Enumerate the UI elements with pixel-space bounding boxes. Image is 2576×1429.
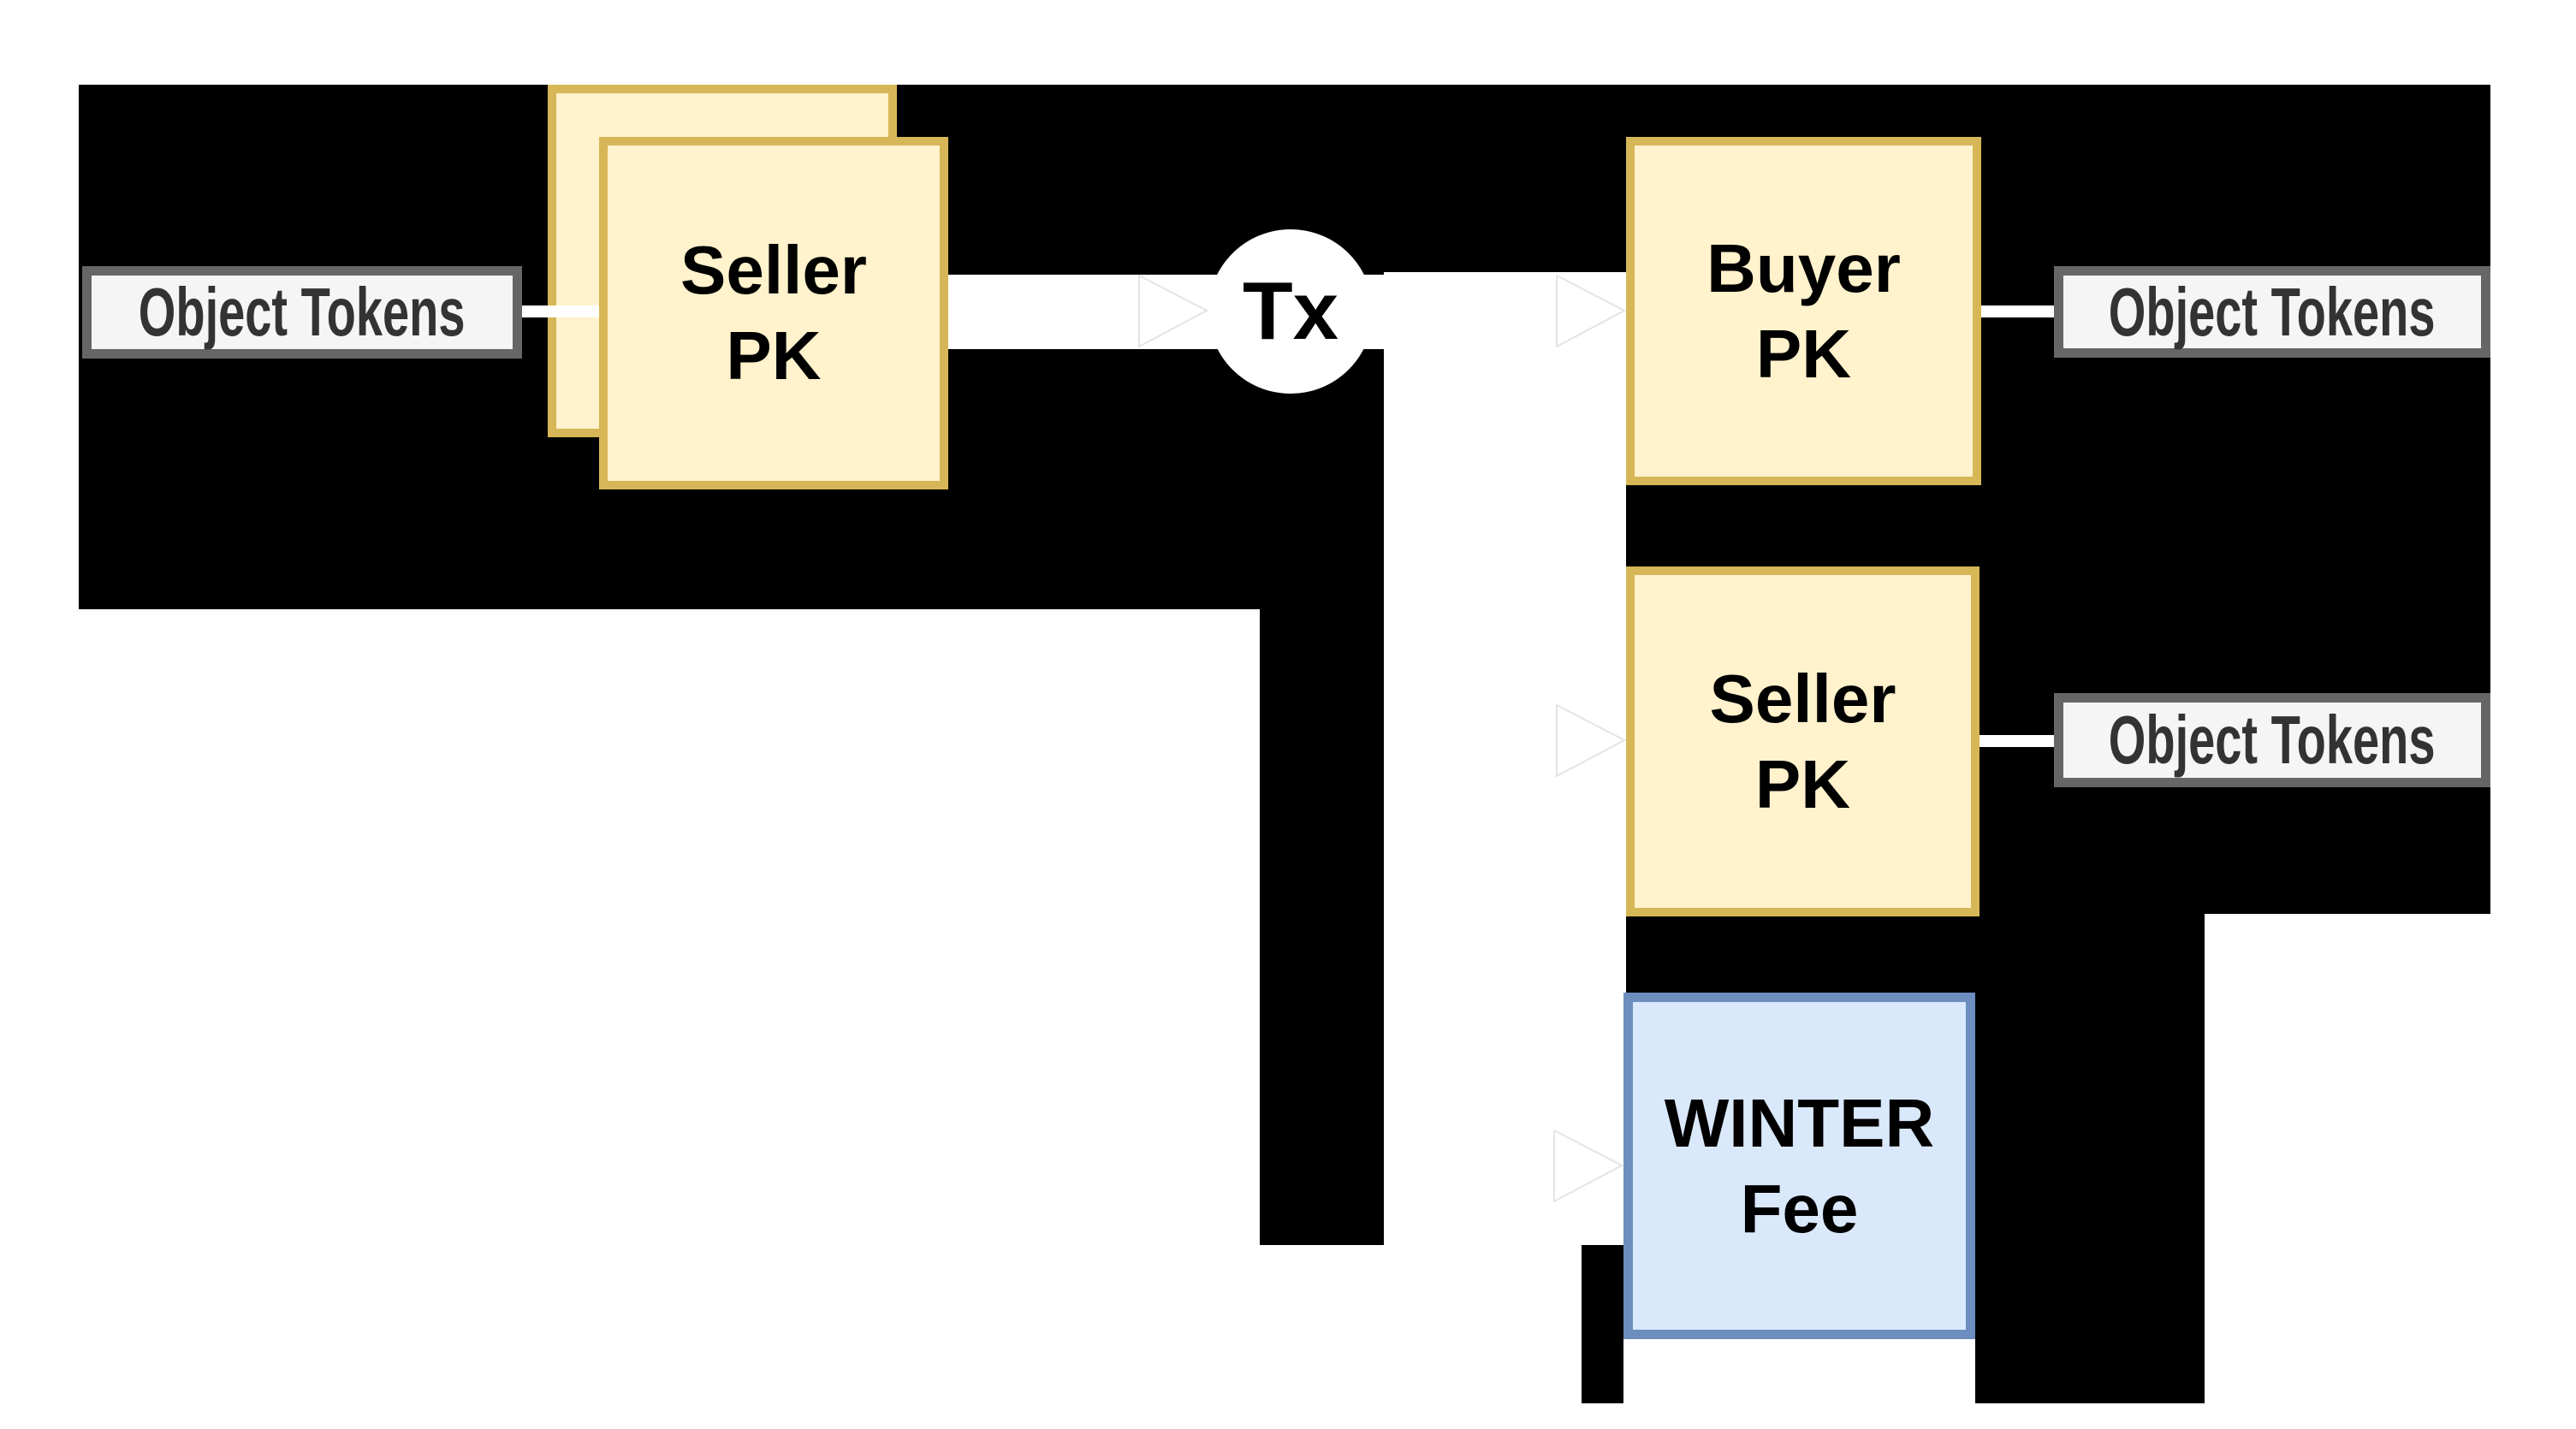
object-tokens-label-input-text: Object Tokens [139, 274, 466, 350]
object-tokens-label-seller-output: Object Tokens [2054, 693, 2490, 787]
buyer-pk-label-line1: Buyer [1706, 229, 1901, 306]
seller-pk-output-label-line2: PK [1754, 745, 1851, 822]
arrowhead-icon [1138, 275, 1208, 347]
tx-node: Tx [1208, 229, 1373, 394]
connector-line [1977, 305, 2058, 317]
winter-fee-label-line1: WINTER [1664, 1084, 1935, 1161]
arrowhead-icon [1556, 275, 1626, 347]
buyer-pk-label-line2: PK [1755, 315, 1852, 392]
connector-line [1977, 735, 2058, 747]
seller-pk-label-line1: Seller [680, 232, 867, 308]
seller-pk-label-line2: PK [726, 317, 822, 394]
winter-fee-label-line2: Fee [1740, 1170, 1859, 1247]
seller-pk-output-box: Seller PK [1626, 566, 1979, 916]
object-tokens-label-input: Object Tokens [82, 266, 522, 359]
object-tokens-label-buyer-output-text: Object Tokens [2109, 273, 2436, 350]
seller-pk-box: Seller PK [599, 137, 948, 489]
background-black-region [1975, 1339, 2205, 1403]
object-tokens-label-seller-output-text: Object Tokens [2109, 702, 2436, 778]
buyer-pk-box: Buyer PK [1626, 137, 1981, 485]
arrowhead-icon [1556, 704, 1626, 777]
connector-line [522, 305, 612, 317]
object-tokens-label-buyer-output: Object Tokens [2054, 266, 2490, 358]
tx-label: Tx [1242, 265, 1339, 357]
background-black-region [1260, 609, 1384, 1245]
seller-pk-output-label-line1: Seller [1709, 660, 1896, 737]
winter-fee-box: WINTER Fee [1623, 993, 1975, 1339]
background-black-region [1582, 1245, 1623, 1403]
arrowhead-icon [1553, 1130, 1623, 1202]
